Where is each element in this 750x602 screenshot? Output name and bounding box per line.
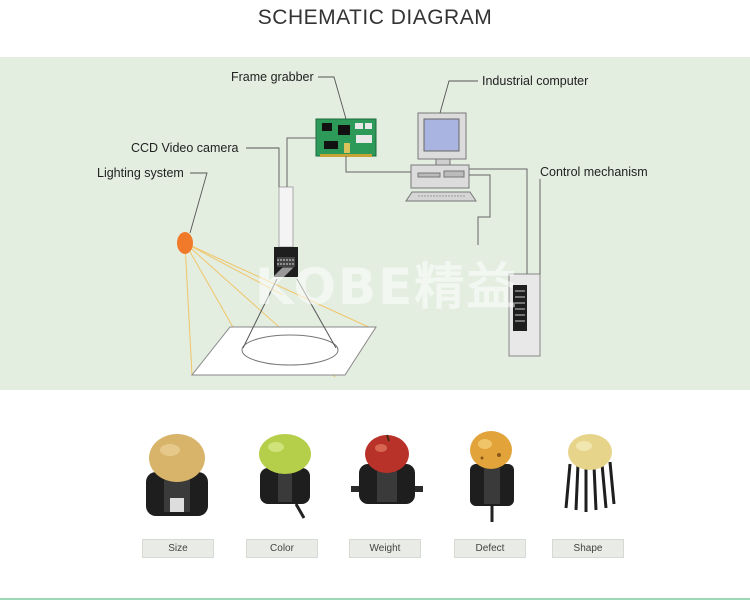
lighting-lamp [177, 232, 193, 254]
industrial-computer [405, 112, 477, 202]
connection-cables [286, 137, 528, 274]
control-mechanism-cabinet [508, 273, 541, 357]
ccd-camera [274, 186, 298, 277]
sample-weight: Weight [341, 420, 431, 570]
cantaloupe-on-roller-image [146, 434, 208, 516]
light-rays [184, 242, 376, 378]
sample-label: Weight [349, 539, 421, 558]
label-lighting-system: Lighting system [97, 166, 184, 180]
defective-apple-on-roller-image [470, 431, 514, 522]
watermark-logo: KOBE精益 [255, 258, 519, 316]
schematic-diagram: Frame grabber Industrial computer CCD Vi… [97, 70, 648, 378]
sample-label: Defect [454, 539, 526, 558]
sample-shape: Shape [544, 420, 634, 570]
bottom-divider [0, 598, 750, 600]
label-ccd-camera: CCD Video camera [131, 141, 239, 155]
sample-size: Size [134, 420, 224, 570]
schematic-panel: Frame grabber Industrial computer CCD Vi… [0, 57, 750, 390]
sample-color: Color [238, 420, 328, 570]
sample-label: Size [142, 539, 214, 558]
frame-grabber-board [315, 118, 377, 157]
sample-label: Color [246, 539, 318, 558]
label-control-mechanism: Control mechanism [540, 165, 648, 179]
field-of-view [241, 334, 339, 366]
label-industrial-computer: Industrial computer [482, 74, 588, 88]
apple-on-roller-image [351, 434, 423, 504]
camera-view-cone [242, 278, 337, 349]
potato-in-cage-image [564, 434, 616, 512]
pear-on-roller-image [259, 434, 311, 519]
sample-label: Shape [552, 539, 624, 558]
page-title: SCHEMATIC DIAGRAM [257, 6, 493, 29]
leader-lines [189, 76, 541, 274]
sample-defect: Defect [446, 420, 536, 570]
label-frame-grabber: Frame grabber [231, 70, 314, 84]
sample-row: Size Color Weight [0, 420, 750, 570]
